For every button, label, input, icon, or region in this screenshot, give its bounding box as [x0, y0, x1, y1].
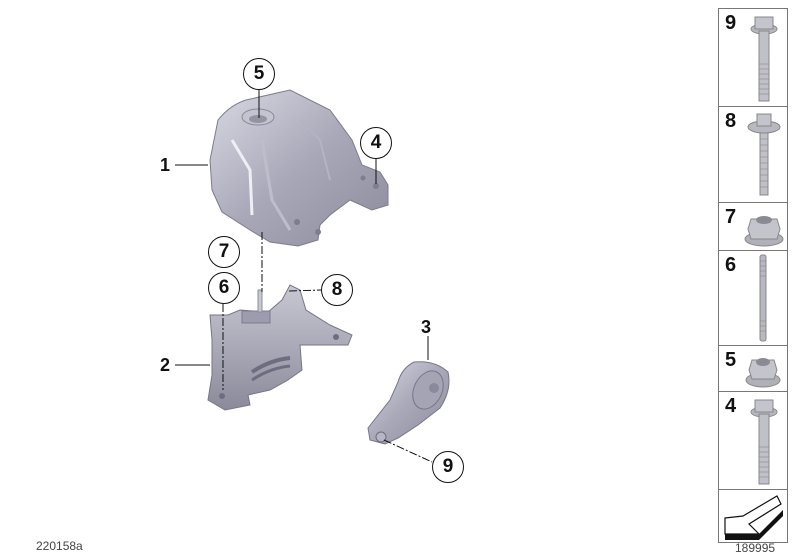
flange-nut-small-icon: [745, 358, 781, 388]
legend-item-6[interactable]: 6: [718, 250, 788, 345]
legend-number: 9: [725, 12, 737, 34]
leader-lines: [175, 90, 433, 463]
legend-item-4[interactable]: 4: [718, 391, 788, 489]
legend-direction[interactable]: [718, 489, 788, 543]
legend-item-5[interactable]: 5: [718, 345, 788, 391]
callout-7[interactable]: 7: [208, 236, 240, 268]
torque-rod-part: [367, 361, 450, 445]
stud-icon: [759, 254, 767, 342]
part-label-1[interactable]: 1: [160, 155, 171, 175]
part-label-2[interactable]: 2: [160, 355, 171, 375]
legend-number: 8: [725, 110, 737, 132]
engine-mount-part: [207, 284, 353, 411]
callout-5[interactable]: 5: [243, 58, 275, 90]
callout-4[interactable]: 4: [360, 127, 392, 159]
washer-head-bolt-icon: [747, 113, 781, 196]
legend-item-7[interactable]: 7: [718, 202, 788, 250]
legend-number: 5: [725, 349, 737, 371]
diagram-id-left: 220158a: [36, 539, 83, 553]
legend-number: 6: [725, 254, 737, 276]
legend-item-9[interactable]: 9: [718, 8, 788, 106]
legend-number: 4: [725, 395, 737, 417]
callout-6[interactable]: 6: [208, 272, 240, 304]
callout-8[interactable]: 8: [321, 274, 353, 306]
flange-nut-icon: [744, 216, 784, 247]
hardware-legend: 9 8 7 6: [718, 8, 788, 543]
hex-flange-bolt-icon: [750, 399, 778, 485]
legend-item-8[interactable]: 8: [718, 106, 788, 202]
diagram-id-right: 189995: [735, 541, 776, 555]
engine-mount-bracket-part: [209, 89, 389, 247]
part-label-3[interactable]: 3: [421, 317, 432, 337]
legend-number: 7: [725, 206, 737, 228]
direction-arrow-icon: [724, 495, 783, 540]
hex-flange-bolt-icon: [750, 16, 778, 102]
callout-9[interactable]: 9: [432, 451, 464, 483]
